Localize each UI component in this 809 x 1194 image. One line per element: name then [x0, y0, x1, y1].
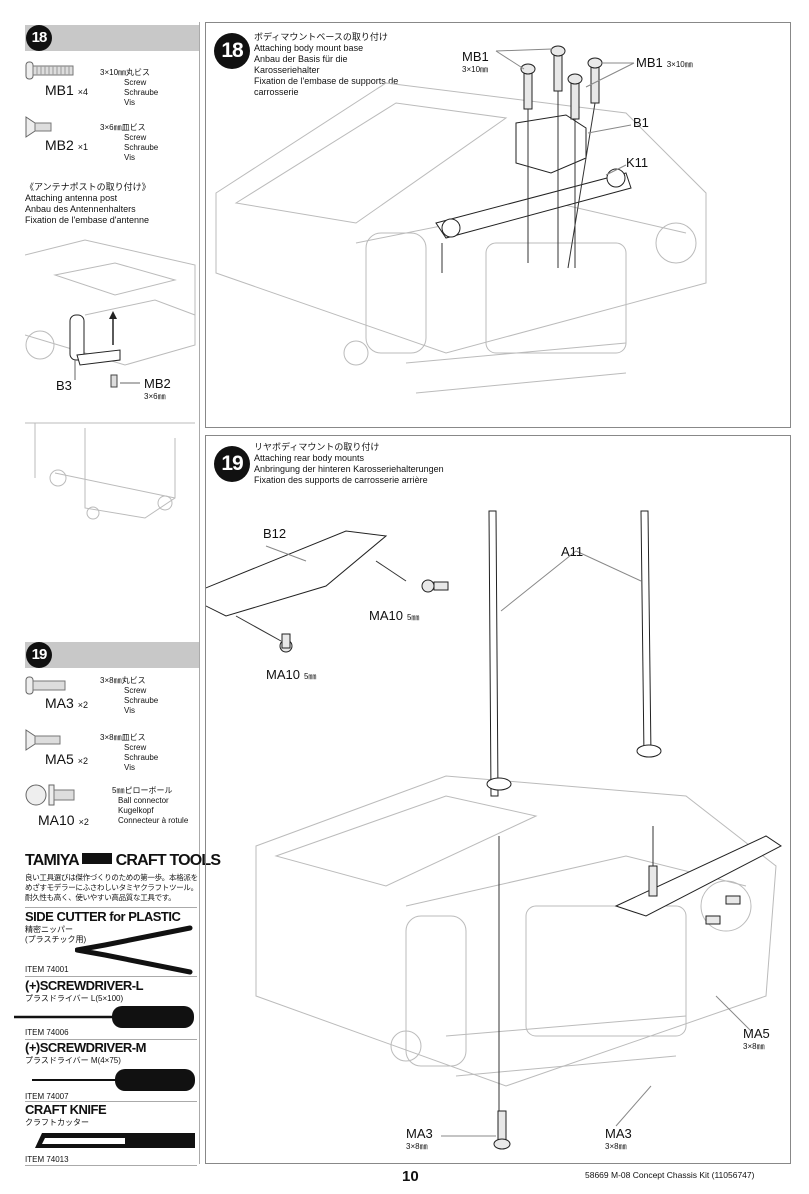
tool-item-number: ITEM 74007 — [25, 1092, 69, 1101]
tamiya-star-logo — [81, 853, 112, 864]
tool-name: SIDE CUTTER for PLASTIC — [25, 909, 181, 924]
tool-jp: 精密ニッパー (プラスチック用) — [25, 925, 87, 944]
side-cutter-icon — [75, 925, 193, 975]
tool-name: (+)SCREWDRIVER-L — [25, 978, 144, 993]
part-mb1: MB1×4 — [45, 82, 89, 98]
label-b12: B12 — [263, 526, 287, 541]
countersunk-screw-icon — [25, 729, 61, 751]
part-ma10-desc: 5㎜ピローボール Ball connector Kugelkopf Connec… — [112, 786, 189, 825]
step19-title: リヤボディマウントの取り付け Attaching rear body mount… — [254, 442, 444, 485]
step19-number: 19 — [214, 446, 250, 482]
label-b1: B1 — [633, 115, 649, 130]
tool-jp: プラスドライバー L(5×100) — [25, 994, 124, 1003]
tool-name: CRAFT KNIFE — [25, 1102, 107, 1117]
divider — [25, 1039, 197, 1040]
part-mb2-desc: 3×6㎜皿ビス Screw Schraube Vis — [100, 123, 159, 162]
part-mb1-desc: 3×10㎜丸ビス Screw Schraube Vis — [100, 68, 159, 107]
tool-item-number: ITEM 74013 — [25, 1155, 69, 1164]
step18-badge: 18 — [26, 25, 52, 51]
step18-title: ボディマウントベースの取り付け Attaching body mount bas… — [254, 32, 399, 97]
step19-parts-header — [25, 642, 199, 668]
antenna-post-detail-illustration — [25, 422, 195, 520]
antenna-post-title: 《アンテナポストの取り付け》 Attaching antenna post An… — [25, 182, 151, 225]
craft-tools-title: TAMIYA CRAFT TOOLS — [25, 852, 221, 869]
step19-badge: 19 — [26, 642, 52, 668]
tool-item-number: ITEM 74001 — [25, 965, 69, 974]
step18-panel: 18 ボディマウントベースの取り付け Attaching body mount … — [205, 22, 791, 428]
part-ma5: MA5×2 — [45, 751, 89, 767]
step18-chassis-illustration — [215, 45, 707, 394]
tool-jp: プラスドライバー M(4×75) — [25, 1056, 121, 1065]
divider — [25, 907, 197, 908]
divider — [25, 1101, 197, 1102]
column-divider — [199, 22, 200, 1164]
countersunk-screw-icon — [25, 116, 52, 138]
screwdriver-l-icon — [14, 1006, 194, 1028]
craft-knife-icon — [35, 1133, 195, 1148]
tool-jp: クラフトカッター — [25, 1118, 89, 1127]
tool-name: (+)SCREWDRIVER-M — [25, 1040, 146, 1055]
antenna-post-illustration — [25, 239, 196, 388]
label-a11: A11 — [561, 544, 584, 559]
part-ma3-desc: 3×8㎜丸ビス Screw Schraube Vis — [100, 676, 159, 715]
round-head-screw-icon — [25, 61, 74, 80]
divider — [25, 976, 197, 977]
step19-chassis-illustration — [206, 510, 782, 1150]
round-head-screw-icon — [25, 676, 66, 695]
kit-footer: 58669 M-08 Concept Chassis Kit (11056747… — [585, 1170, 755, 1180]
part-ma3: MA3×2 — [45, 695, 89, 711]
divider — [25, 1165, 197, 1166]
step18-number: 18 — [214, 33, 250, 69]
part-ma5-desc: 3×8㎜皿ビス Screw Schraube Vis — [100, 733, 159, 772]
ball-connector-icon — [25, 784, 75, 806]
part-ma10: MA10×2 — [38, 812, 89, 828]
craft-tools-intro: 良い工具選びは傑作づくりのための第一歩。本格派をめざすモデラーにふさわしいタミヤ… — [25, 873, 198, 902]
label-b3: B3 — [56, 378, 72, 393]
page-number: 10 — [402, 1168, 419, 1185]
step18-parts-header — [25, 25, 199, 51]
step19-panel: 19 リヤボディマウントの取り付け Attaching rear body mo… — [205, 435, 791, 1164]
tool-item-number: ITEM 74006 — [25, 1028, 69, 1037]
part-mb2: MB2×1 — [45, 137, 89, 153]
screwdriver-m-icon — [32, 1069, 195, 1091]
label-k11: K11 — [626, 155, 649, 170]
